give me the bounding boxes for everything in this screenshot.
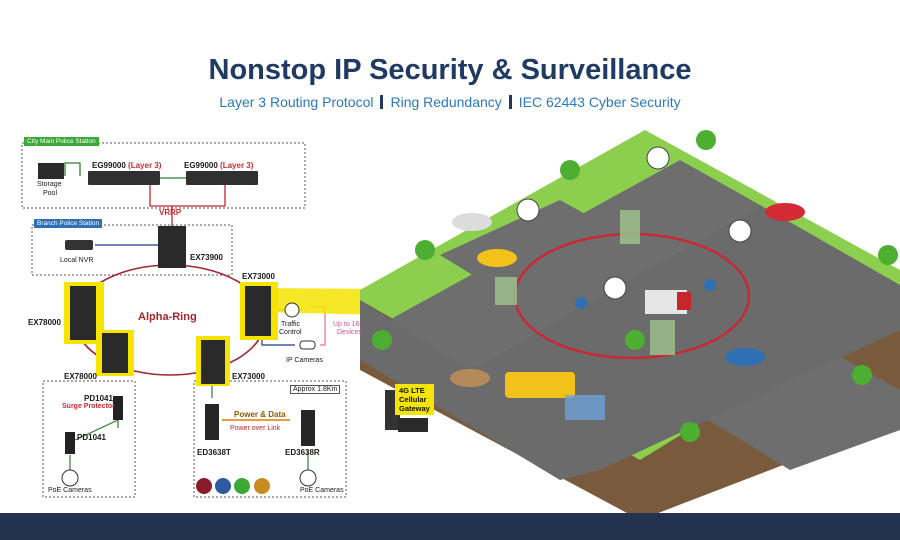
ed3638t-device <box>205 404 219 440</box>
tree-icon <box>415 240 435 260</box>
tree-icon <box>560 160 580 180</box>
car-icon <box>725 348 765 366</box>
ex73000-top-label: EX73000 <box>242 272 275 281</box>
ex73000-bottom-switch <box>201 340 225 384</box>
traffic-label-2: Control <box>279 329 302 336</box>
camera-icon <box>728 219 752 243</box>
bus-stop <box>565 395 605 420</box>
ex73000-top-switch <box>245 286 271 336</box>
car-icon <box>765 203 805 221</box>
tree-icon <box>372 330 392 350</box>
branch-station-tag: Branch Police Station <box>34 219 103 228</box>
ex73900-label: EX73900 <box>190 253 223 262</box>
pd1041-a-device <box>113 396 123 420</box>
tree-icon <box>852 365 872 385</box>
ex78000-left-switch <box>70 286 96 340</box>
up-to-label-1: Up to 16 <box>333 321 360 328</box>
vrrp-label: VRRP <box>159 208 182 217</box>
branch-station-box <box>31 224 233 276</box>
car-icon <box>477 249 517 267</box>
page-title: Nonstop IP Security & Surveillance <box>208 54 692 86</box>
poe-cameras-right-label: PoE Cameras <box>300 487 344 494</box>
tree-icon <box>680 422 700 442</box>
badge-icon <box>234 478 250 494</box>
tree-icon <box>878 245 898 265</box>
subtitle-ring: Ring Redundancy <box>390 94 502 110</box>
ex78000-bottom-label: EX78000 <box>64 372 97 381</box>
badge-icon <box>215 478 231 494</box>
tree-icon <box>625 330 645 350</box>
traffic-control-icon <box>284 302 300 318</box>
eg99000-left-label: EG99000 (Layer 3) <box>92 161 162 170</box>
ed3638r-label: ED3638R <box>285 448 320 457</box>
subtitle-separator <box>508 95 512 109</box>
footer-bar <box>0 513 900 540</box>
sign-icon <box>704 279 716 291</box>
alpha-ring-label: Alpha-Ring <box>138 311 197 323</box>
badge-icon <box>254 478 270 494</box>
eg99000-right-label: EG99000 (Layer 3) <box>184 161 254 170</box>
badge-icon <box>196 478 212 494</box>
camera-icon <box>646 146 670 170</box>
gateway-device <box>398 418 428 432</box>
pd1041-a-label: PD1041 <box>84 394 113 403</box>
ex78000-bottom-switch <box>102 333 128 373</box>
eg99000-right-switch <box>186 171 258 185</box>
poe-cameras-left-label: PoE Cameras <box>48 487 92 494</box>
car-icon <box>452 213 492 231</box>
ip-cameras-label: IP Cameras <box>286 357 323 364</box>
up-to-label-2: Devices <box>337 329 362 336</box>
poe-camera-icon-right <box>299 469 317 487</box>
storage-label-2: Pool <box>43 190 58 197</box>
ex73000-bottom-label: EX73000 <box>232 372 265 381</box>
ed3638r-device <box>301 410 315 446</box>
city-station-box <box>21 142 306 209</box>
storage-pool-icon <box>38 163 64 179</box>
tree-icon <box>696 130 716 150</box>
local-nvr-icon <box>65 240 93 250</box>
power-data-label: Power & Data <box>234 410 286 419</box>
gateway-label: 4G LTE Cellular Gateway <box>395 384 434 415</box>
power-over-link-label: Power over Link <box>230 425 281 432</box>
storage-label-1: Storage <box>37 181 62 188</box>
sign-icon <box>575 297 587 309</box>
subtitle-layer3: Layer 3 Routing Protocol <box>219 94 374 110</box>
right-poe-box <box>193 380 347 498</box>
surge-label: Surge Protector <box>62 403 115 410</box>
camera-icon <box>603 276 627 300</box>
ex73900-switch <box>158 226 186 268</box>
eg99000-left-switch <box>88 171 160 185</box>
page-subtitle: Layer 3 Routing Protocol Ring Redundancy I… <box>0 94 900 110</box>
subtitle-iec: IEC 62443 Cyber Security <box>518 94 681 110</box>
ex78000-left-label: EX78000 <box>28 318 61 327</box>
ed3638t-label: ED3638T <box>197 448 231 457</box>
pd1041-b-device <box>65 432 75 454</box>
subtitle-separator <box>380 95 384 109</box>
traffic-label-1: Traffic <box>281 321 301 328</box>
city-station-tag: City Main Police Station <box>24 137 99 146</box>
car-icon <box>450 369 490 387</box>
pd1041-b-label: PD1041 <box>77 433 106 442</box>
left-poe-box <box>42 380 136 498</box>
local-nvr-label: Local NVR <box>60 257 94 264</box>
city-intersection-illustration <box>360 130 900 520</box>
ip-camera-icon <box>299 340 316 350</box>
approx-label: Approx 1.8Km <box>290 385 341 394</box>
poe-camera-icon-left <box>61 469 79 487</box>
bus-icon <box>505 372 575 398</box>
camera-icon <box>516 198 540 222</box>
